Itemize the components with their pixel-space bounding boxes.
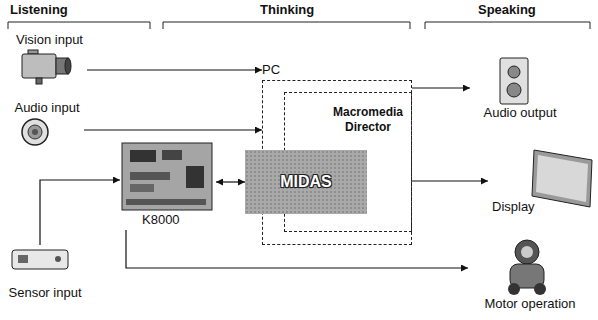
sensor-icon — [18, 255, 28, 263]
connector-arrow — [412, 87, 470, 88]
display: Display — [488, 145, 594, 217]
node-label: MIDAS — [280, 174, 332, 190]
display-icon — [532, 150, 592, 207]
chip — [130, 184, 154, 192]
speaker-icon — [500, 58, 528, 104]
node-label: Motor operation — [484, 296, 575, 312]
box-heading: PC — [262, 62, 280, 78]
section-bracket — [425, 22, 590, 29]
audio-output: Audio output — [470, 55, 570, 123]
section-heading: Speaking — [478, 2, 536, 18]
node-label: Vision input — [16, 32, 83, 48]
robot-icon — [515, 240, 539, 264]
node-label: K8000 — [142, 212, 180, 228]
section-heading: Listening — [10, 2, 68, 18]
pc-box: PCMacromedia DirectorMIDAS — [262, 80, 412, 245]
microphone-icon — [28, 125, 42, 139]
vision-input: Vision input — [12, 30, 87, 88]
camera-icon — [36, 78, 42, 84]
microphone-icon — [32, 129, 38, 135]
robot-icon — [508, 283, 520, 295]
robot-icon — [534, 283, 546, 295]
motor-operation: Motor operation — [468, 236, 592, 314]
node-label: Sensor input — [9, 285, 82, 301]
camera-icon — [22, 54, 56, 78]
audio-input: Audio input — [10, 98, 84, 148]
section-bracket — [163, 22, 410, 29]
connector-arrow — [87, 69, 262, 70]
section-heading: Thinking — [260, 2, 314, 18]
node-label: Display — [492, 199, 535, 215]
chip — [162, 150, 182, 160]
camera-icon — [28, 50, 38, 54]
sensor-icon — [12, 250, 68, 269]
midas-box: MIDAS — [245, 150, 367, 214]
robot-icon — [521, 246, 533, 258]
chip — [130, 172, 170, 180]
connector-arrow — [84, 129, 262, 130]
speaker-icon — [507, 83, 521, 97]
connector-arrow — [216, 181, 245, 182]
node-label: Macromedia Director — [325, 105, 411, 135]
circuit-board — [122, 143, 212, 210]
connector-arrow — [412, 180, 488, 181]
node-label: Audio output — [483, 105, 556, 121]
connector-strip — [126, 199, 206, 205]
connector-arrow — [126, 230, 468, 268]
section-bracket — [8, 22, 150, 29]
display-icon — [536, 155, 588, 202]
sensor-input: Sensor input — [4, 245, 86, 303]
chip — [130, 150, 156, 162]
speaker-icon — [508, 66, 520, 78]
node-label: Audio input — [14, 100, 79, 116]
board-k8000: K8000 — [120, 140, 216, 230]
microphone-icon — [22, 119, 48, 145]
chip — [186, 166, 204, 188]
sensor-icon — [55, 256, 61, 262]
camera-icon — [65, 58, 71, 74]
connector-arrow — [40, 180, 120, 245]
